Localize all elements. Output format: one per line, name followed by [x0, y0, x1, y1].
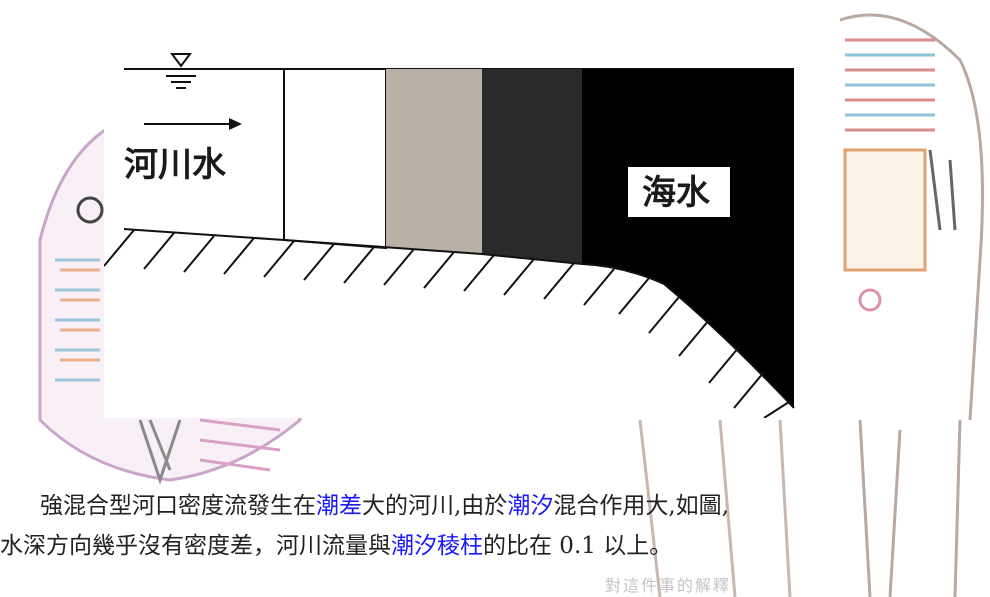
water-level-triangle-icon [166, 53, 196, 89]
zone-4-sea [582, 69, 794, 408]
keyword-link-tidal-range[interactable]: 潮差 [316, 493, 362, 519]
watermark-text: 對這件事的解釋 [605, 576, 732, 595]
river-water-label: 河川水 [124, 145, 227, 185]
zone-2 [386, 69, 482, 254]
zone-3 [482, 69, 582, 264]
keyword-link-tide[interactable]: 潮汐 [507, 493, 554, 519]
zone-1 [283, 68, 387, 250]
caption-line-1: 強混合型河口密度流發生在潮差大的河川,由於潮汐混合作用大,如圖, [40, 486, 729, 526]
caption-line-2: 水深方向幾乎沒有密度差，河川流量與潮汐稜柱的比在 0.1 以上。 [0, 526, 672, 566]
keyword-link-tidal-prism[interactable]: 潮汐稜柱 [391, 533, 483, 559]
caption-text: 水深方向幾乎沒有密度差，河川流量與 [0, 533, 391, 559]
sea-water-label: 海水 [642, 173, 711, 213]
camel-drawing [638, 13, 984, 597]
estuary-density-diagram: 河川水 海水 [104, 14, 832, 418]
sea-label-box [628, 167, 730, 217]
caption-text: 強混合型河口密度流發生在 [40, 493, 316, 519]
right-arrow-icon [144, 118, 242, 130]
caption-text: 混合作用大,如圖, [553, 493, 729, 519]
riverbed-hatching [104, 229, 790, 418]
caption-text: 的比在 0.1 以上。 [483, 533, 673, 559]
caption-text: 大的河川,由於 [362, 493, 508, 519]
riverbed-line [123, 228, 795, 409]
